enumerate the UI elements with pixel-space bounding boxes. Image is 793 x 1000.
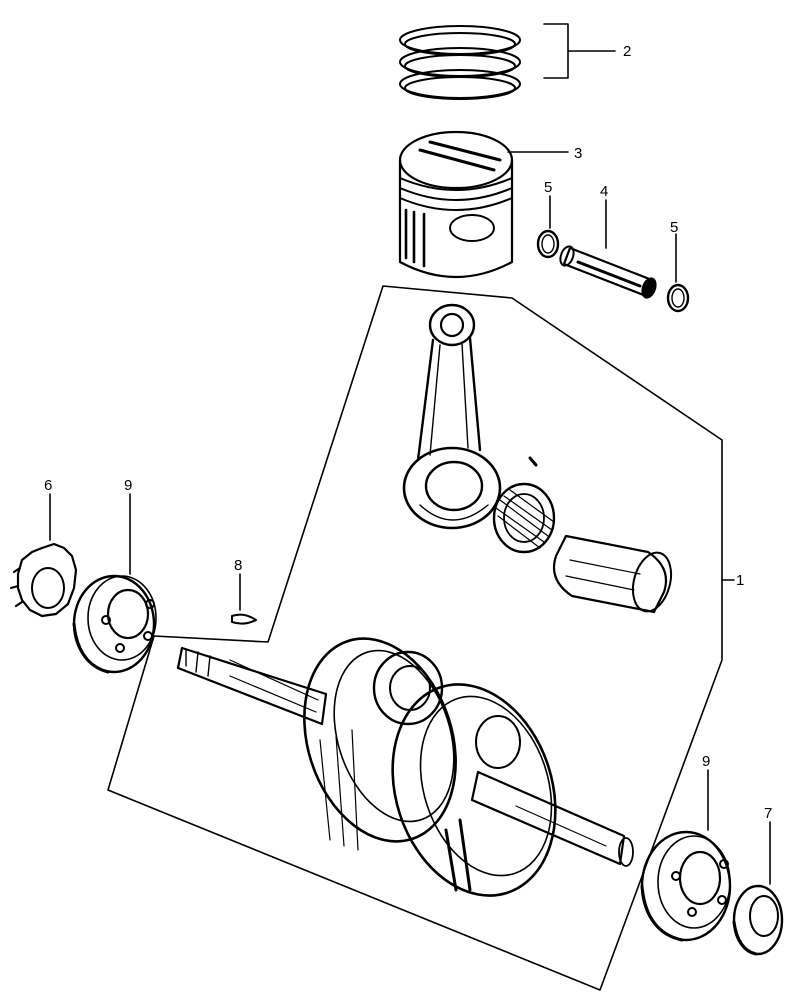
- connecting-rod: [402, 303, 502, 530]
- piston: [398, 130, 514, 279]
- left-ball-bearing: [72, 574, 157, 674]
- callout-6: 6: [44, 477, 52, 494]
- callout-labels: 2 3 4 5 5 6 9 8 1 9 7: [44, 43, 772, 822]
- assembly-boundary-outline: [107, 285, 723, 991]
- crank-pin: [552, 534, 673, 614]
- callout-5-right: 5: [670, 219, 678, 236]
- small-pin: [528, 456, 538, 467]
- callout-7: 7: [764, 805, 772, 822]
- callout-8: 8: [234, 557, 242, 574]
- piston-pin: [559, 245, 657, 299]
- callout-1: 1: [736, 572, 744, 589]
- callout-9-left: 9: [124, 477, 132, 494]
- callout-9-right: 9: [702, 753, 710, 770]
- callout-3: 3: [574, 145, 582, 162]
- callout-2: 2: [623, 43, 631, 60]
- drive-sprocket: [9, 542, 78, 618]
- callout-5-left: 5: [544, 179, 552, 196]
- callout-4: 4: [600, 183, 608, 200]
- right-ball-bearing: [640, 830, 732, 942]
- needle-bearing: [492, 482, 556, 554]
- piston-pin-clip-right: [666, 283, 690, 313]
- oil-seal: [732, 884, 784, 956]
- crankshaft: [176, 637, 634, 897]
- woodruff-key: [231, 613, 257, 625]
- piston-ring-set: [399, 25, 521, 100]
- leader-lines: [49, 23, 771, 885]
- piston-pin-clip-left: [536, 229, 560, 259]
- leader-2: [543, 23, 616, 79]
